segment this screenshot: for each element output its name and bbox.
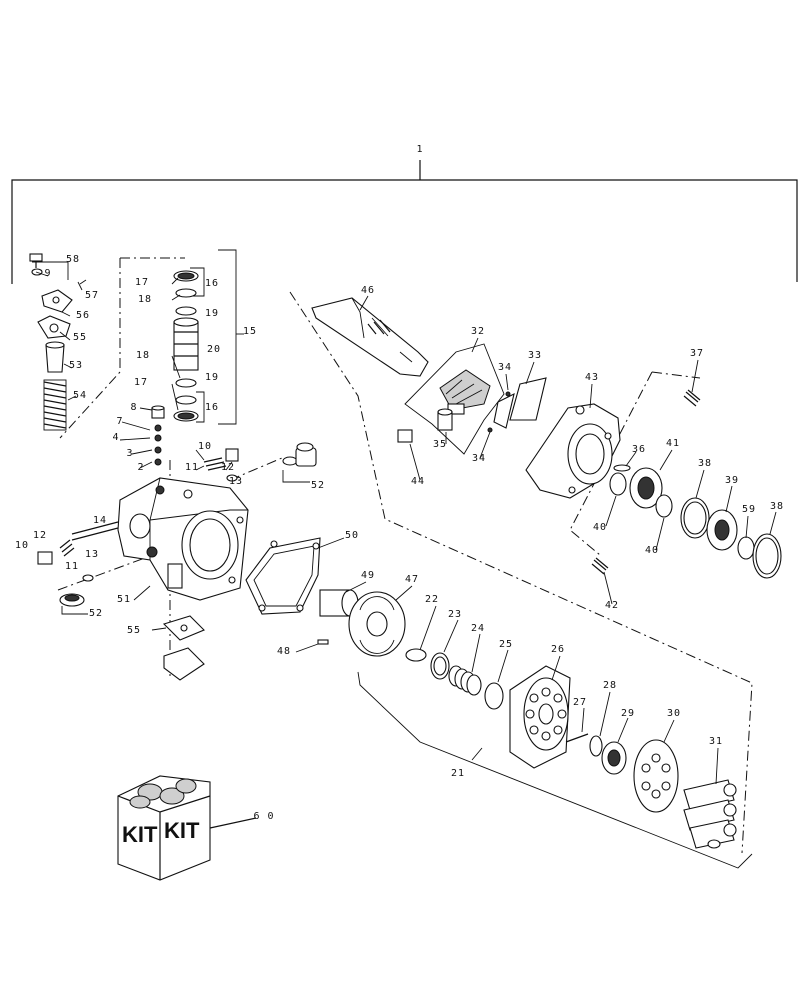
swash-plate-group [397,343,547,455]
callout-c25: 25 [499,639,513,650]
callout-c19a: 19 [205,308,219,319]
callout-c14: 14 [93,515,107,526]
spring-54 [43,379,67,431]
callout-c52b: 52 [89,608,103,619]
callout-c29: 29 [621,708,635,719]
callout-c57: 57 [85,290,99,301]
kit-label-right: KIT [164,818,200,843]
callout-c22: 22 [425,594,439,605]
callout-c9: 9 [44,268,51,279]
callout-c42: 42 [605,600,619,611]
callout-c15: 15 [243,326,257,337]
callout-c26: 26 [551,644,565,655]
callout-c18a: 18 [138,294,152,305]
callout-c17b: 17 [134,377,148,388]
callout-c1: 1 [416,144,423,155]
callout-c51: 51 [117,594,131,605]
callout-c13a: 13 [229,476,243,487]
pump-housing [117,477,249,601]
callout-c8: 8 [130,402,137,413]
callout-c12a: 12 [221,462,235,473]
callout-c10a: 10 [198,441,212,452]
callout-c35: 35 [433,439,447,450]
kit-box-icon: KIT KIT [117,775,257,881]
leader-lines [35,271,777,785]
callout-c11a: 11 [185,462,199,473]
callout-c44: 44 [411,476,425,487]
callout-c46: 46 [361,285,375,296]
callout-c28: 28 [603,680,617,691]
callout-c31: 31 [709,736,723,747]
callout-c37: 37 [690,348,704,359]
gasket [245,537,321,615]
callout-c36: 36 [632,444,646,455]
callout-c58: 58 [66,254,80,265]
callout-c56: 56 [76,310,90,321]
callout-c40a: 40 [593,522,607,533]
callout-c18b: 18 [136,350,150,361]
callout-c41: 41 [666,438,680,449]
callout-c7: 7 [116,416,123,427]
callout-c12b: 12 [33,530,47,541]
callout-c55b: 55 [127,625,141,636]
assembly-bracket [11,160,798,284]
kit-label-left: KIT [122,822,158,847]
callout-c19b: 19 [205,372,219,383]
bolt-37 [683,389,701,407]
plug-set-left [37,521,119,607]
callout-c53: 53 [69,360,83,371]
callout-c2: 2 [137,462,144,473]
relief-valve-parts [151,405,165,466]
callout-c54: 54 [73,390,87,401]
sub-brackets [32,249,753,869]
callout-c16a: 16 [205,278,219,289]
callout-c3: 3 [126,448,133,459]
callout-c40b: 40 [645,545,659,556]
spring-24 [448,665,482,696]
callout-c23: 23 [448,609,462,620]
spool-stack [173,270,199,422]
callout-c21: 21 [451,768,465,779]
callout-c16b: 16 [205,402,219,413]
callout-c34b: 34 [472,453,486,464]
bearing-ring-set [609,464,782,579]
callout-c59: 59 [742,504,756,515]
callout-c43: 43 [585,372,599,383]
piston-set [683,779,737,849]
callout-c52a: 52 [311,480,325,491]
callout-c47: 47 [405,574,419,585]
callout-c55a: 55 [73,332,87,343]
callout-c49: 49 [361,570,375,581]
callout-c39: 39 [725,475,739,486]
rotating-group [405,648,737,849]
callout-c60: 6 0 [253,811,274,822]
callout-c33: 33 [528,350,542,361]
callout-c48: 48 [277,646,291,657]
bolt-42 [591,557,609,575]
callout-c13b: 13 [85,549,99,560]
callout-c34a: 34 [498,362,512,373]
callout-c17a: 17 [135,277,149,288]
callout-c38b: 38 [770,501,784,512]
callout-c24: 24 [471,623,485,634]
front-housing [525,403,621,499]
callout-c27: 27 [573,697,587,708]
port-plate-group [317,589,406,657]
callout-c4: 4 [112,432,119,443]
plug-set-top [203,442,317,482]
lower-cover [162,615,205,681]
callout-c11b: 11 [65,561,79,572]
callout-c10b: 10 [15,540,29,551]
callout-c20: 20 [207,344,221,355]
callout-c30: 30 [667,708,681,719]
callout-c32: 32 [471,326,485,337]
drive-shaft [311,297,429,377]
callout-c50: 50 [345,530,359,541]
valve-cover-group [29,253,87,431]
callout-c38a: 38 [698,458,712,469]
